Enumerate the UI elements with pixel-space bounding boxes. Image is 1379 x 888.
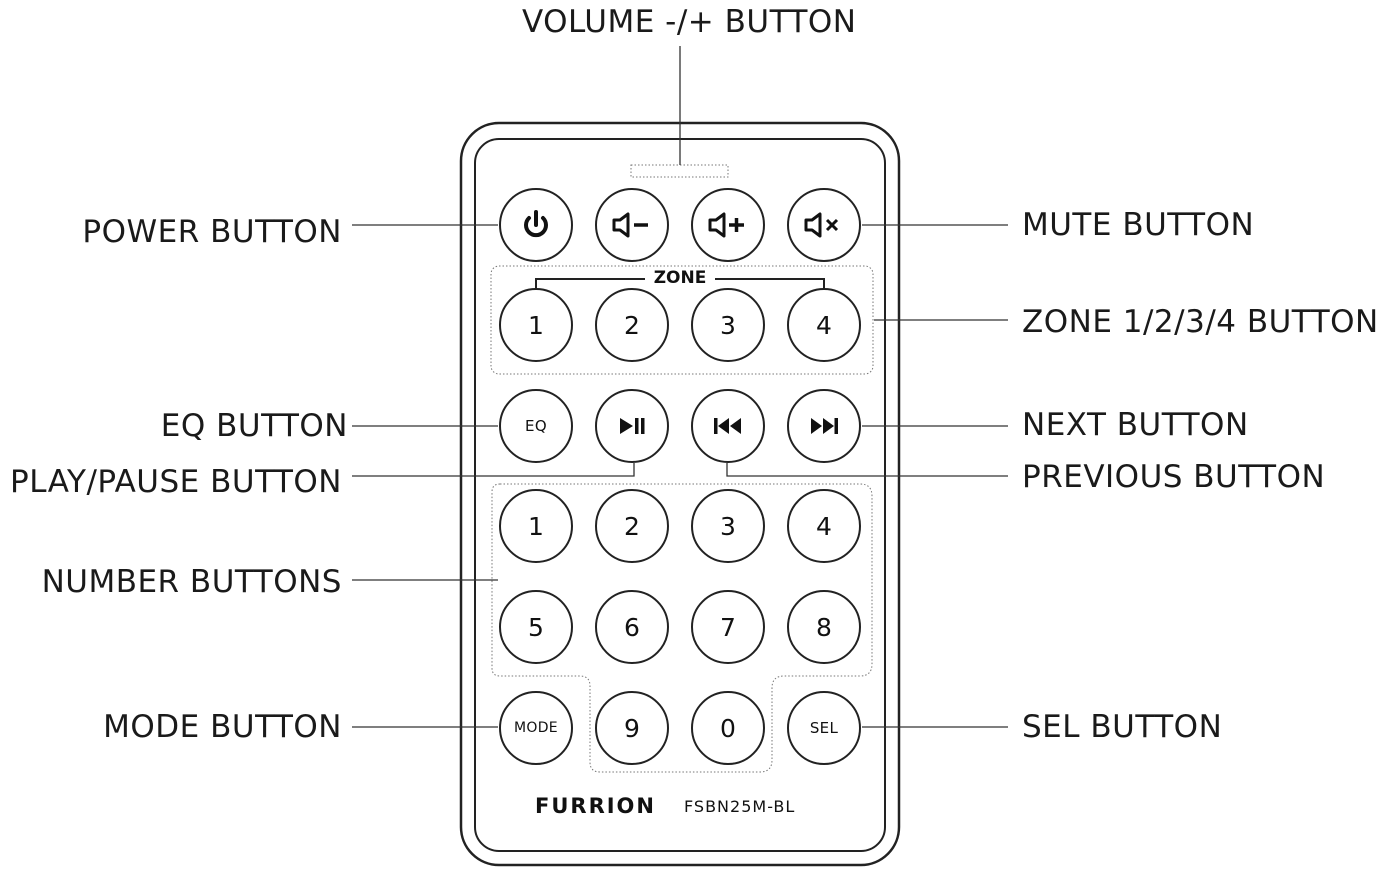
number-6-label: 6 <box>624 612 640 642</box>
sel-label: SEL <box>809 719 839 737</box>
brand-logo: FURRION <box>535 794 656 818</box>
volume-down-button[interactable] <box>595 188 669 262</box>
leader-play-pause <box>352 463 635 477</box>
zone-1-button[interactable]: 1 <box>499 288 573 362</box>
number-7-button[interactable]: 7 <box>691 590 765 664</box>
callout-next: NEXT BUTTON <box>1022 407 1249 443</box>
number-0-label: 0 <box>720 713 736 743</box>
callout-power: POWER BUTTON <box>82 214 342 250</box>
number-8-label: 8 <box>816 612 832 642</box>
model-number: FSBN25M-BL <box>684 797 796 816</box>
zone-label: ZONE <box>645 268 715 288</box>
callout-volume: VOLUME -/+ BUTTON <box>522 4 857 40</box>
volume-group-outline <box>630 164 729 178</box>
callout-sel: SEL BUTTON <box>1022 709 1223 745</box>
callout-mode: MODE BUTTON <box>103 709 342 745</box>
number-6-button[interactable]: 6 <box>595 590 669 664</box>
next-button[interactable] <box>787 389 861 463</box>
play-pause-button[interactable] <box>595 389 669 463</box>
zone-3-button[interactable]: 3 <box>691 288 765 362</box>
eq-button[interactable]: EQ <box>499 389 573 463</box>
callout-zone: ZONE 1/2/3/4 BUTTON <box>1022 304 1379 340</box>
number-9-button[interactable]: 9 <box>595 691 669 765</box>
mode-button[interactable]: MODE <box>499 691 573 765</box>
callout-previous: PREVIOUS BUTTON <box>1022 459 1326 495</box>
number-5-button[interactable]: 5 <box>499 590 573 664</box>
eq-label: EQ <box>525 417 547 435</box>
mute-button[interactable] <box>787 188 861 262</box>
volume-up-button[interactable] <box>691 188 765 262</box>
power-button[interactable] <box>499 188 573 262</box>
number-9-label: 9 <box>624 713 640 743</box>
callout-play-pause: PLAY/PAUSE BUTTON <box>10 464 342 500</box>
number-8-button[interactable]: 8 <box>787 590 861 664</box>
power-icon <box>524 210 548 238</box>
zone-4-button[interactable]: 4 <box>787 288 861 362</box>
number-group-outline <box>491 483 873 773</box>
callout-numbers: NUMBER BUTTONS <box>41 564 342 600</box>
number-0-button[interactable]: 0 <box>691 691 765 765</box>
number-4-button[interactable]: 4 <box>787 489 861 563</box>
next-icon <box>811 418 838 434</box>
callout-mute: MUTE BUTTON <box>1022 207 1255 243</box>
number-5-label: 5 <box>528 612 544 642</box>
mute-icon <box>804 212 839 238</box>
number-1-label: 1 <box>528 511 544 541</box>
callout-eq: EQ BUTTON <box>160 408 348 444</box>
number-7-label: 7 <box>720 612 736 642</box>
sel-button[interactable]: SEL <box>787 691 861 765</box>
zone-2-button[interactable]: 2 <box>595 288 669 362</box>
number-2-button[interactable]: 2 <box>595 489 669 563</box>
play-pause-icon <box>620 418 645 434</box>
zone-group-outline <box>490 265 874 375</box>
number-1-button[interactable]: 1 <box>499 489 573 563</box>
number-2-label: 2 <box>624 511 640 541</box>
number-4-label: 4 <box>816 511 832 541</box>
leader-previous <box>726 463 1008 477</box>
previous-icon <box>714 418 741 434</box>
mode-label: MODE <box>514 720 558 736</box>
volume-up-icon <box>708 212 744 238</box>
zone-3-label: 3 <box>720 310 736 340</box>
volume-down-icon <box>612 212 648 238</box>
number-3-label: 3 <box>720 511 736 541</box>
zone-2-label: 2 <box>624 310 640 340</box>
zone-4-label: 4 <box>816 310 832 340</box>
previous-button[interactable] <box>691 389 765 463</box>
zone-1-label: 1 <box>528 310 544 340</box>
number-3-button[interactable]: 3 <box>691 489 765 563</box>
